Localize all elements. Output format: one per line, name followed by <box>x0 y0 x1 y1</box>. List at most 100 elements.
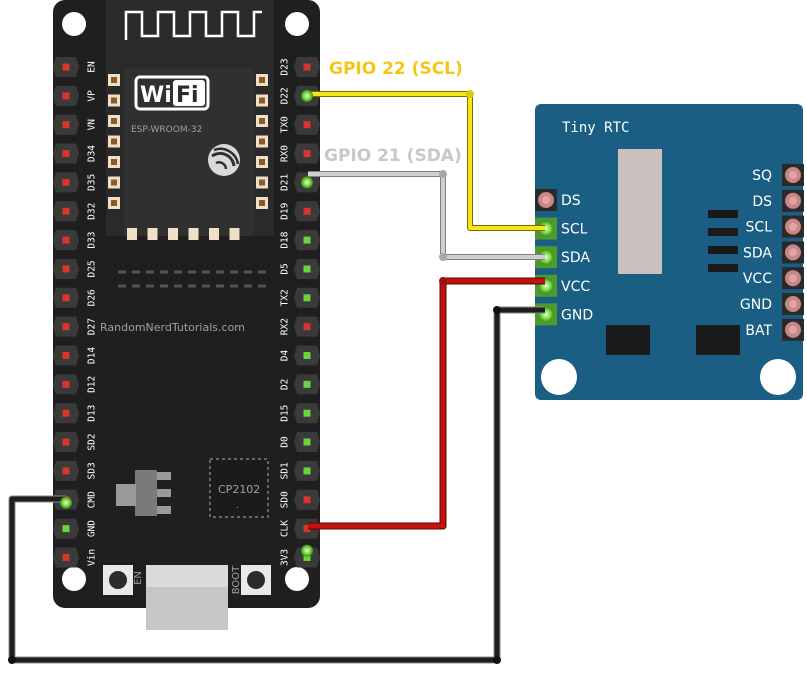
rtc-right-pin-sda: SDA <box>743 241 804 264</box>
sda-wire-outline <box>308 171 545 260</box>
pin-pad <box>62 553 70 561</box>
pin-pad <box>62 467 70 475</box>
module-pad-center <box>111 77 117 83</box>
rtc-left-pin-label-vcc: VCC <box>561 279 590 295</box>
scl-wire <box>308 92 545 230</box>
right-pin-sd0: SD0 <box>280 489 320 510</box>
module-pad-center <box>259 200 265 206</box>
pin-pad <box>62 409 70 417</box>
rtc-ic-1 <box>606 325 650 355</box>
module-pad-center <box>111 97 117 104</box>
left-pin-label-gnd: GND <box>87 520 98 537</box>
rtc-left-pin-label-scl: SCL <box>561 222 588 238</box>
module-pad-center <box>111 159 117 165</box>
rtc-right-pin-sq: SQ <box>752 164 804 186</box>
rtc-left-pin-label-ds: DS <box>561 193 581 209</box>
module-pad-center <box>259 77 265 83</box>
right-pin-label-d23: D23 <box>280 58 291 75</box>
wires <box>8 90 545 664</box>
left-pin-d25: D25 <box>53 258 98 279</box>
left-pin-label-vp: VP <box>87 90 98 102</box>
esp-wroom-module: Wi Fi ESP-WROOM-32 <box>106 0 274 240</box>
pin-pad <box>303 380 311 388</box>
pin-pad <box>62 323 70 331</box>
module-pad <box>168 228 178 240</box>
gnd-wire-joint <box>493 306 501 314</box>
left-pin-sd3: SD3 <box>53 460 98 481</box>
vcc-wire-joint <box>439 277 447 285</box>
rtc-right-pin-gnd: GND <box>740 293 804 315</box>
right-pin-label-d15: D15 <box>280 405 291 422</box>
pin-pad <box>303 207 311 215</box>
espressif-logo-icon <box>208 144 240 176</box>
boot-button[interactable] <box>241 565 271 595</box>
right-pin-d4: D4 <box>280 345 320 366</box>
left-pin-header: ENVPVND34D35D32D33D25D26D27D14D12D13SD2S… <box>53 57 98 568</box>
gnd-wire-joint-2 <box>8 656 16 664</box>
left-pin-label-vn: VN <box>87 119 98 131</box>
module-pad-center <box>259 118 265 124</box>
module-name: ESP-WROOM-32 <box>131 125 202 135</box>
right-pin-label-d21: D21 <box>280 174 291 191</box>
scl-wire-label: GPIO 22 (SCL) <box>329 59 463 79</box>
module-pad <box>147 228 158 240</box>
rtc-hole-left <box>541 359 577 395</box>
right-pin-d18: D18 <box>280 230 320 251</box>
left-pin-label-d12: D12 <box>87 376 98 393</box>
rtc-left-pin-sda: SDA <box>535 246 590 269</box>
pin-pad <box>62 236 70 244</box>
right-pin-3v3: 3V3 <box>280 547 320 568</box>
right-pin-label-clk: CLK <box>280 520 291 537</box>
wifi-logo-text-fi: Fi <box>176 83 199 108</box>
mount-hole-top-right <box>285 12 309 36</box>
mount-hole-top-left <box>62 12 86 36</box>
rtc-hole-right <box>760 359 796 395</box>
rtc-left-pin-label-sda: SDA <box>561 250 590 266</box>
module-pad <box>127 228 137 240</box>
right-pin-label-d4: D4 <box>280 350 291 362</box>
right-pin-label-d18: D18 <box>280 231 291 248</box>
module-pad-center <box>259 97 265 104</box>
module-pad <box>209 228 219 240</box>
sda-wire-joint-2 <box>439 253 447 261</box>
pin-pad <box>303 236 311 244</box>
pin-pad <box>62 121 70 129</box>
right-pin-label-sd0: SD0 <box>280 491 291 508</box>
right-pin-d5: D5 <box>280 258 320 279</box>
right-pin-label-d0: D0 <box>280 436 291 448</box>
rtc-smd-3 <box>708 246 738 254</box>
pin-pad <box>303 150 311 158</box>
right-pin-label-tx0: TX0 <box>280 116 291 133</box>
wifi-logo-fi-box <box>173 80 205 106</box>
module-pad-center <box>259 159 265 165</box>
gnd-active-pad <box>60 496 72 509</box>
usb-connector-top <box>146 565 228 587</box>
en-button[interactable] <box>103 565 133 595</box>
left-pin-label-d35: D35 <box>87 174 98 191</box>
rtc-left-pin-ds: DS <box>535 189 581 211</box>
left-pin-d13: D13 <box>53 403 98 424</box>
rtc-pin-pad-center <box>542 196 550 204</box>
right-pin-rx0: RX0 <box>280 143 320 164</box>
rtc-pin-pad <box>538 220 554 237</box>
esp32-board: Wi Fi ESP-WROOM-32 ENVPVND34D35D32D33D25… <box>53 0 320 630</box>
pin-pad <box>303 323 311 331</box>
right-pin-label-d5: D5 <box>280 263 291 274</box>
pin-pad <box>303 467 311 475</box>
cp2102-label: CP2102 <box>218 483 260 496</box>
right-pin-label-d22: D22 <box>280 87 291 104</box>
right-pin-d0: D0 <box>280 432 320 453</box>
rtc-pin-pad-center <box>789 196 797 205</box>
left-pin-vn: VN <box>53 114 98 135</box>
rtc-right-pin-ds: DS <box>752 189 804 212</box>
rtc-crystal <box>618 149 662 274</box>
gnd-wire-joint-3 <box>493 656 501 664</box>
vcc-wire <box>308 278 545 529</box>
right-pin-label-rx2: RX2 <box>280 318 291 335</box>
pin-pad <box>62 178 70 186</box>
left-pin-d35: D35 <box>53 172 98 193</box>
left-pin-label-d33: D33 <box>87 232 98 249</box>
pin-pad <box>62 352 70 359</box>
